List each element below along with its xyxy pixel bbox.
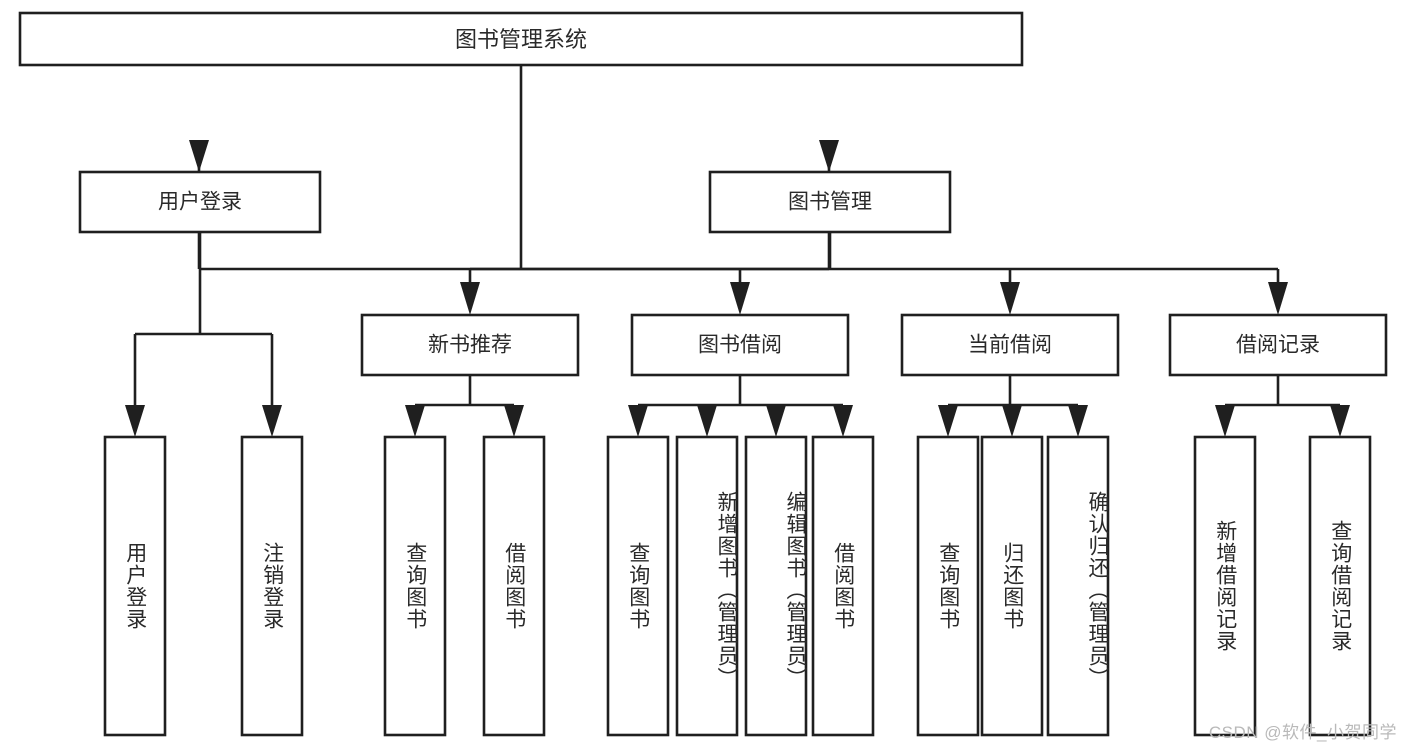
- arrow-to-leaf-current-borrow-0: [938, 405, 958, 437]
- arrow-to-leaf-current-borrow-1: [1002, 405, 1022, 437]
- leaf-box-borrow-record-1[interactable]: [1308, 435, 1372, 737]
- node-book-borrow-label: 图书借阅: [698, 334, 782, 357]
- arrow-to-leaf-user-login-1: [262, 405, 282, 437]
- arrow-to-book-management: [819, 140, 839, 172]
- arrow-to-book-borrow: [730, 282, 750, 315]
- arrow-to-leaf-new-book-0: [405, 405, 425, 437]
- watermark-text: CSDN @软件_小贺同学: [1208, 723, 1397, 742]
- leaf-box-borrow-record-0[interactable]: [1193, 435, 1257, 737]
- arrow-to-borrow-record: [1268, 282, 1288, 315]
- arrow-to-leaf-book-borrow-2: [766, 405, 786, 437]
- arrow-to-leaf-borrow-record-1: [1330, 405, 1350, 437]
- node-root-label: 图书管理系统: [455, 27, 587, 52]
- arrow-to-leaf-current-borrow-2: [1068, 405, 1088, 437]
- arrow-to-leaf-new-book-1: [504, 405, 524, 437]
- node-borrow-record-label: 借阅记录: [1236, 334, 1320, 357]
- connector-user-login-to-leaves: [133, 232, 274, 405]
- leaf-box-new-book-1[interactable]: [482, 435, 546, 737]
- connector-book-management-to-level3: [468, 232, 1280, 282]
- connector-book-borrow-to-leaves: [636, 375, 845, 412]
- leaf-box-new-book-0[interactable]: [383, 435, 447, 737]
- node-root[interactable]: 图书管理系统: [18, 11, 1024, 67]
- leaf-box-book-borrow-3[interactable]: [811, 435, 875, 737]
- arrow-to-user-login: [189, 140, 209, 172]
- leaf-box-user-login-1[interactable]: [240, 435, 304, 737]
- node-user-login[interactable]: 用户登录: [78, 170, 322, 234]
- node-book-borrow[interactable]: 图书借阅: [630, 313, 850, 377]
- leaf-box-current-borrow-1[interactable]: [980, 435, 1044, 737]
- node-current-borrow-label: 当前借阅: [968, 334, 1052, 357]
- arrow-to-leaf-user-login-0: [125, 405, 145, 437]
- node-new-book-recommend[interactable]: 新书推荐: [360, 313, 580, 377]
- arrow-to-new-book-recommend: [460, 282, 480, 315]
- leaf-box-current-borrow-2[interactable]: [1046, 435, 1110, 737]
- arrow-to-leaf-book-borrow-0: [628, 405, 648, 437]
- node-book-management[interactable]: 图书管理: [708, 170, 952, 234]
- leaf-box-book-borrow-1[interactable]: [675, 435, 739, 737]
- node-user-login-label: 用户登录: [158, 191, 242, 214]
- leaf-box-book-borrow-0[interactable]: [606, 435, 670, 737]
- leaf-box-user-login-0[interactable]: [103, 435, 167, 737]
- node-book-management-label: 图书管理: [788, 191, 872, 214]
- arrow-to-leaf-book-borrow-1: [697, 405, 717, 437]
- leaf-box-current-borrow-0[interactable]: [916, 435, 980, 737]
- arrow-to-leaf-book-borrow-3: [833, 405, 853, 437]
- connector-borrow-record-to-leaves: [1223, 375, 1342, 412]
- connector-root-to-level2: [197, 64, 831, 271]
- node-current-borrow[interactable]: 当前借阅: [900, 313, 1120, 377]
- leaf-box-book-borrow-2[interactable]: [744, 435, 808, 737]
- node-new-book-recommend-label: 新书推荐: [428, 334, 512, 357]
- arrow-to-current-borrow: [1000, 282, 1020, 315]
- connector-new-book-recommend-to-leaves: [413, 375, 516, 412]
- arrow-to-leaf-borrow-record-0: [1215, 405, 1235, 437]
- node-borrow-record[interactable]: 借阅记录: [1168, 313, 1388, 377]
